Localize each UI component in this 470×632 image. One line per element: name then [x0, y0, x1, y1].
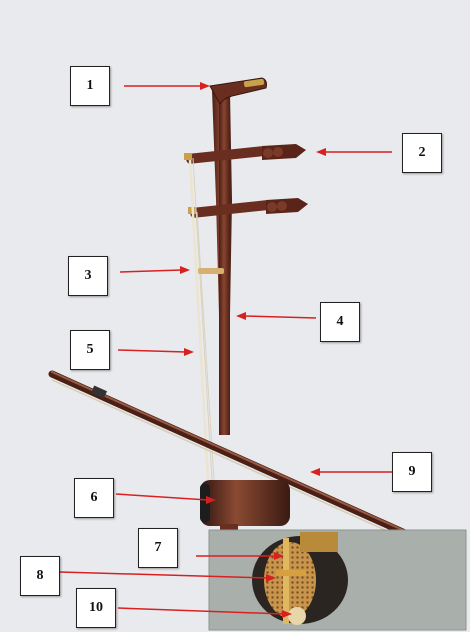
callout-4: 4 — [320, 302, 360, 342]
callout-5: 5 — [70, 330, 110, 370]
callout-1: 1 — [70, 66, 110, 106]
callout-9: 9 — [392, 452, 432, 492]
callout-6: 6 — [74, 478, 114, 518]
qianjin-nut — [198, 268, 224, 274]
soundbox-closeup-inset — [209, 530, 466, 630]
callout-2: 2 — [402, 133, 442, 173]
tuning-peg-upper — [184, 144, 306, 164]
callout-7: 7 — [138, 528, 178, 568]
neck-shaft — [219, 90, 230, 435]
sound-box — [200, 480, 290, 532]
callout-8: 8 — [20, 556, 60, 596]
callout-10: 10 — [76, 588, 116, 628]
tuning-peg-lower — [188, 198, 308, 218]
callout-3: 3 — [68, 256, 108, 296]
